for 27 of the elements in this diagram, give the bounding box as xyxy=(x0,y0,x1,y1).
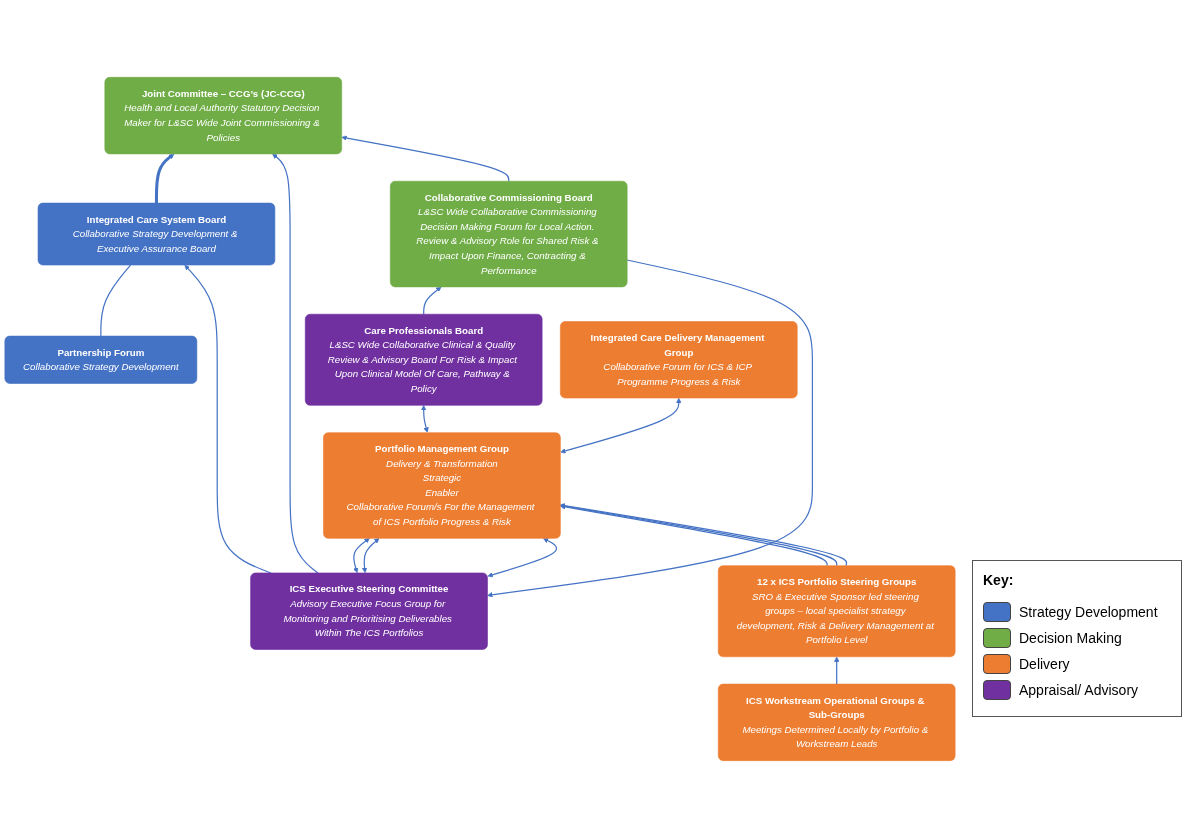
connector xyxy=(100,264,132,337)
node-box: Joint Committee – CCG’s (JC-CCG) Health and Local Authority Statutory Decision Maker for L&SC Wide Joint Commissioning & Policies xyxy=(104,77,342,155)
key-heading: Key: xyxy=(983,572,1014,588)
arrow xyxy=(834,656,840,685)
arrow xyxy=(560,397,682,454)
node-box: ICS Workstream Operational Groups & Sub-Groups Meetings Determined Locally by Portfolio & Workstream Leads xyxy=(717,683,956,761)
arrow xyxy=(341,135,510,182)
arrow xyxy=(353,538,370,573)
node-box: ICS Executive Steering Committee Advisory Executive Focus Group for Monitoring and Prioritising Deliverables Within The ICS Portfolios xyxy=(250,572,488,650)
arrow xyxy=(487,538,558,578)
arrow xyxy=(361,538,380,573)
node-box: 12 x ICS Portfolio Steering Groups SRO & Executive Sponsor led steering groups – local specialist strategy development, Risk & Delivery Management at Portfolio Level xyxy=(717,565,956,658)
legend-label: Strategy Development xyxy=(1019,604,1158,620)
legend-label: Decision Making xyxy=(1019,630,1122,646)
arrow xyxy=(154,153,175,204)
node-box: Partnership Forum Collaborative Strategy Development xyxy=(4,335,198,384)
node-box: Care Professionals Board L&SC Wide Collaborative Clinical & Quality Review & Advisory Board For Risk & Impact Upon Clinical Model Of Care, Pathway & Policy xyxy=(304,313,543,406)
arrow xyxy=(421,405,429,433)
node-box: Collaborative Commissioning Board L&SC Wide Collaborative Commissioning Decision Making Forum for Local Action. Review & Advisory Role for Shared Risk & Impact Upon Finance, Contracting & Performance xyxy=(390,180,628,288)
arrow xyxy=(423,286,442,315)
node-box: Portfolio Management Group Delivery & Transformation Strategic Enabler Collaborative Forum/s For the Management of ICS Portfolio Progress & Risk xyxy=(323,432,561,539)
arrow xyxy=(272,153,319,574)
node-box: Integrated Care System Board Collaborative Strategy Development & Executive Assurance Board xyxy=(37,202,276,266)
legend-label: Appraisal/ Advisory xyxy=(1019,682,1139,698)
node-box: Integrated Care Delivery Management Group Collaborative Forum for ICS & ICP Programme Progress & Risk xyxy=(560,321,798,399)
legend-label: Delivery xyxy=(1019,656,1070,672)
arrow xyxy=(487,259,813,598)
